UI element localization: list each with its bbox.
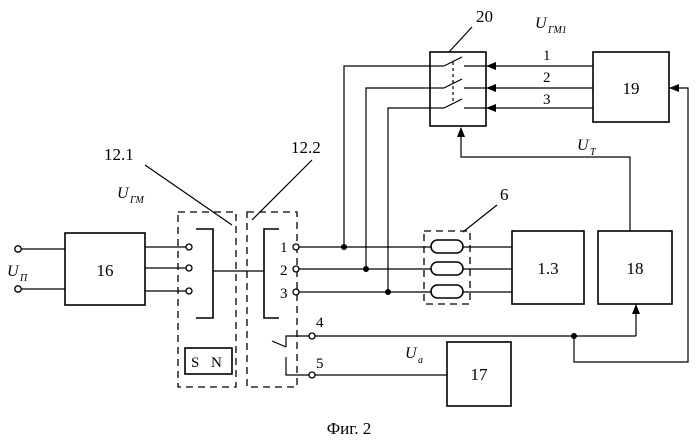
signal-ugm1-label: U — [535, 15, 548, 32]
block-1-3-label: 1.3 — [537, 259, 558, 278]
signal-ut-label: U — [577, 137, 590, 154]
terminal-2 — [293, 266, 299, 272]
arrows-19-to-20 — [487, 66, 593, 108]
leader-20 — [449, 27, 472, 52]
connector-12-1-contact-bar — [196, 229, 213, 318]
leader-6 — [463, 205, 497, 232]
line-4-to-19 — [574, 88, 688, 362]
signal-ugm1-subscript: ГМ1 — [547, 25, 567, 36]
block-19-label: 19 — [623, 79, 640, 98]
switch-20 — [430, 52, 486, 126]
magnet-n-label: N — [211, 355, 222, 371]
signal-ua-subscript: a — [418, 355, 423, 366]
sensor-6-phase-1 — [431, 240, 463, 253]
terminal-1 — [293, 244, 299, 250]
signal-ugm-subscript: ГМ — [129, 195, 144, 206]
label-6: 6 — [500, 185, 509, 204]
input-terminals — [15, 246, 65, 292]
connector-12-2-contact-bar — [264, 229, 279, 318]
wires-16-to-12-1 — [145, 244, 192, 294]
terminal-3-label: 3 — [280, 286, 288, 302]
terminal-5 — [309, 372, 315, 378]
phase-wires — [299, 247, 512, 292]
leader-12-2 — [252, 160, 312, 220]
block-16-label: 16 — [97, 261, 114, 280]
terminal-5-label: 5 — [316, 356, 324, 372]
terminal-2-label: 2 — [280, 263, 288, 279]
block-18-label: 18 — [627, 259, 644, 278]
line-3-label: 3 — [543, 92, 551, 108]
terminal-1-label: 1 — [280, 240, 288, 256]
signal-ua-label: U — [405, 345, 418, 362]
signal-ut-line — [461, 128, 630, 231]
signal-up-label: U — [7, 263, 20, 280]
signal-up-subscript: П — [19, 273, 28, 284]
sensor-6-phase-2 — [431, 262, 463, 275]
signal-ut-subscript: Т — [590, 147, 597, 158]
label-20: 20 — [476, 7, 493, 26]
leader-12-1 — [145, 165, 232, 225]
terminal-3 — [293, 289, 299, 295]
line-1-label: 1 — [543, 48, 551, 64]
figure-caption: Фиг. 2 — [327, 419, 372, 438]
connector-12-2-housing — [247, 212, 297, 387]
magnet-s-label: S — [191, 355, 199, 371]
reed-switch — [272, 336, 309, 375]
label-12-1: 12.1 — [104, 145, 134, 164]
block-17-label: 17 — [471, 365, 489, 384]
taps-to-switch-20 — [341, 66, 430, 295]
terminal-4 — [309, 333, 315, 339]
label-12-2: 12.2 — [291, 138, 321, 157]
signal-ugm-label: U — [117, 185, 130, 202]
line-2-label: 2 — [543, 70, 551, 86]
sensor-6-phase-3 — [431, 285, 463, 298]
terminal-4-label: 4 — [316, 315, 324, 331]
